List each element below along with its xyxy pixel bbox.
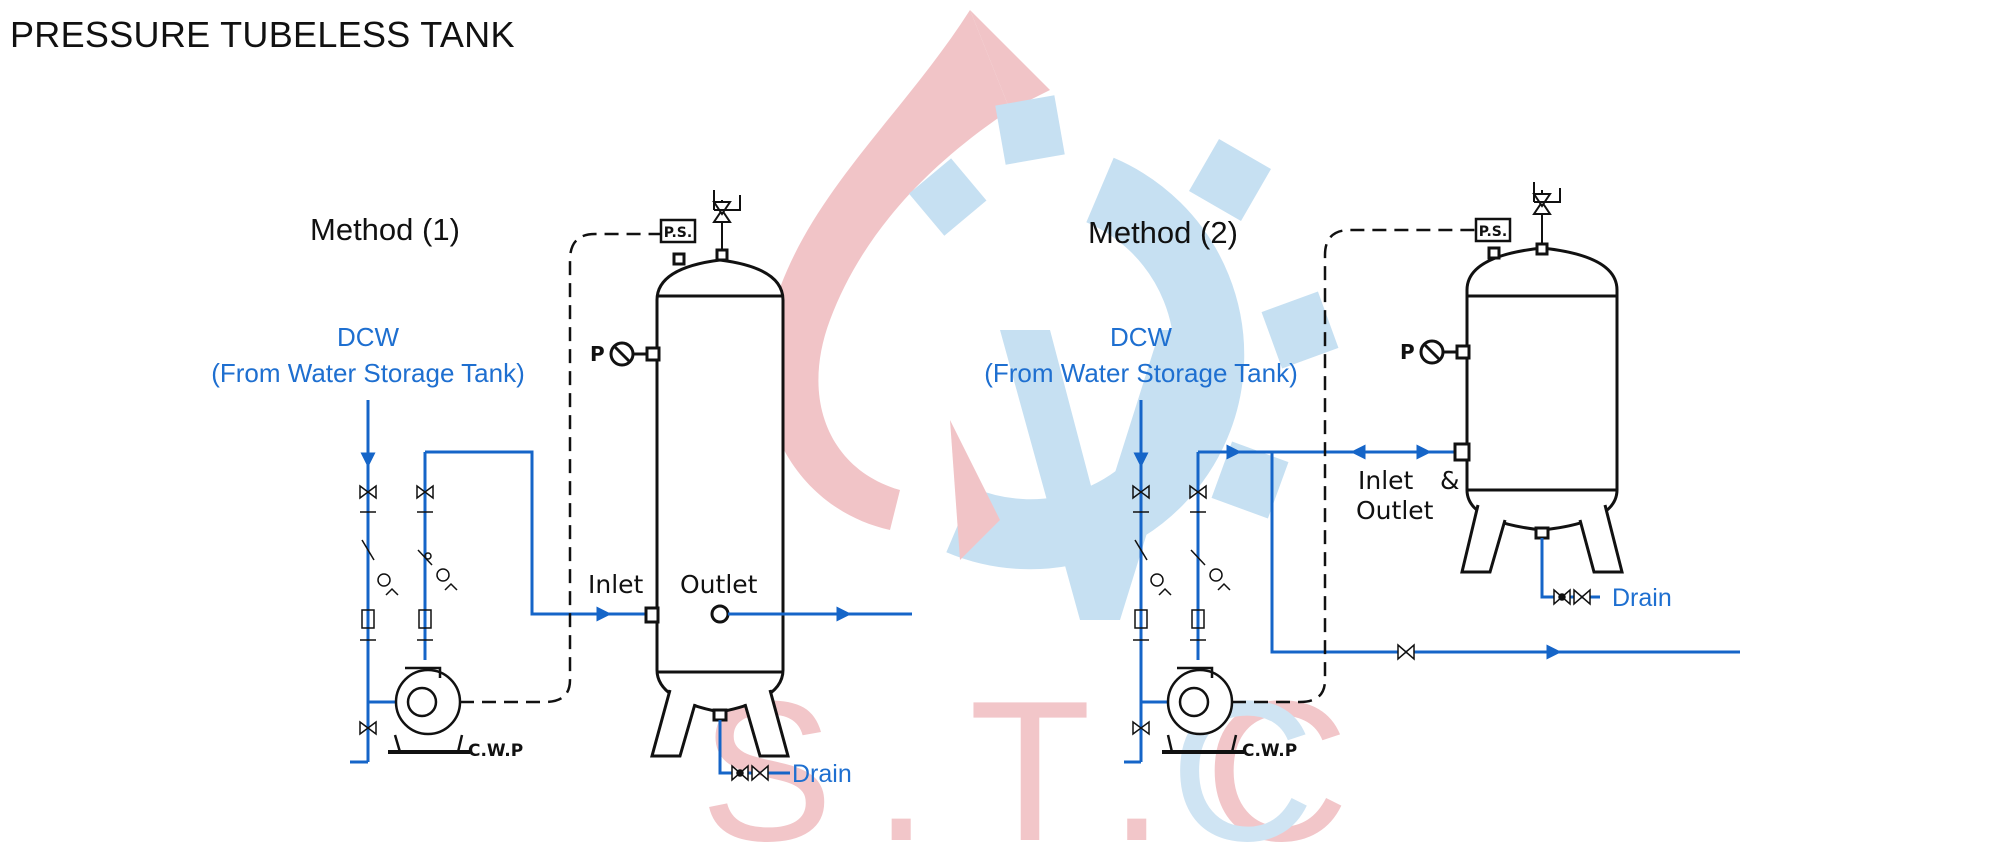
method-1-pressure-switch-box (659, 218, 697, 244)
method-2-control-line (1232, 228, 1475, 704)
method-2-pump-label: C.W.P (1242, 741, 1297, 761)
method-2-source-line2: (From Water Storage Tank) (984, 358, 1298, 388)
method-2-label: Method (2) (1088, 215, 1238, 250)
method-1-relief-valve-icon (712, 190, 741, 250)
method-2-drain-label: Drain (1612, 584, 1672, 612)
method-2-relief-valve-icon (1532, 182, 1561, 244)
watermark-gear-teeth (908, 95, 1339, 519)
method-1-group: Method (1) DCW (From Water Storage Tank) (211, 190, 912, 788)
watermark-blue-gear (946, 157, 1245, 570)
method-2-pressure-switch-box (1474, 217, 1512, 243)
method-2-source-line1: DCW (1110, 322, 1173, 352)
method-1-valves (359, 484, 458, 736)
method-2-gauge-icon (1419, 339, 1457, 365)
method-1-source-line1: DCW (337, 322, 400, 352)
method-1-drain-valve-icon (731, 764, 769, 782)
method-2-drain-valve-icon (1553, 588, 1591, 606)
method-1-label: Method (1) (310, 212, 460, 247)
method-1-pressure-switch: P.S. (664, 225, 692, 241)
method-1-drain-label: Drain (792, 760, 852, 788)
watermark-logo: S.T.C C (700, 10, 1349, 844)
method-1-control-line (460, 232, 660, 704)
method-2-inlet-label: Inlet (1358, 466, 1414, 495)
method-2-outlet-label: Outlet (1356, 496, 1434, 525)
method-1-pump-label: C.W.P (468, 741, 523, 761)
method-2-gauge-label: P (1400, 340, 1415, 364)
method-1-pump (388, 666, 470, 754)
watermark-red-drop (763, 10, 1010, 530)
method-1-gauge-label: P (590, 342, 605, 366)
method-2-group: Method (2) DCW (From Water Storage Tank) (984, 182, 1740, 764)
page-title: PRESSURE TUBELESS TANK (10, 14, 515, 55)
method-2-pump (1162, 666, 1244, 754)
method-2-valves (1132, 484, 1231, 736)
method-1-gauge-icon (609, 341, 647, 367)
method-2-branch-valve-icon (1397, 643, 1415, 661)
method-1-outlet-label: Outlet (680, 570, 758, 599)
method-2-tank (1453, 242, 1624, 574)
method-1-tank (644, 248, 790, 758)
watermark-blue-v (1000, 330, 1210, 620)
method-2-amp-label: & (1440, 466, 1460, 495)
method-1-inlet-label: Inlet (588, 570, 644, 599)
method-2-pressure-switch: P.S. (1479, 224, 1507, 240)
method-1-source-line2: (From Water Storage Tank) (211, 358, 525, 388)
